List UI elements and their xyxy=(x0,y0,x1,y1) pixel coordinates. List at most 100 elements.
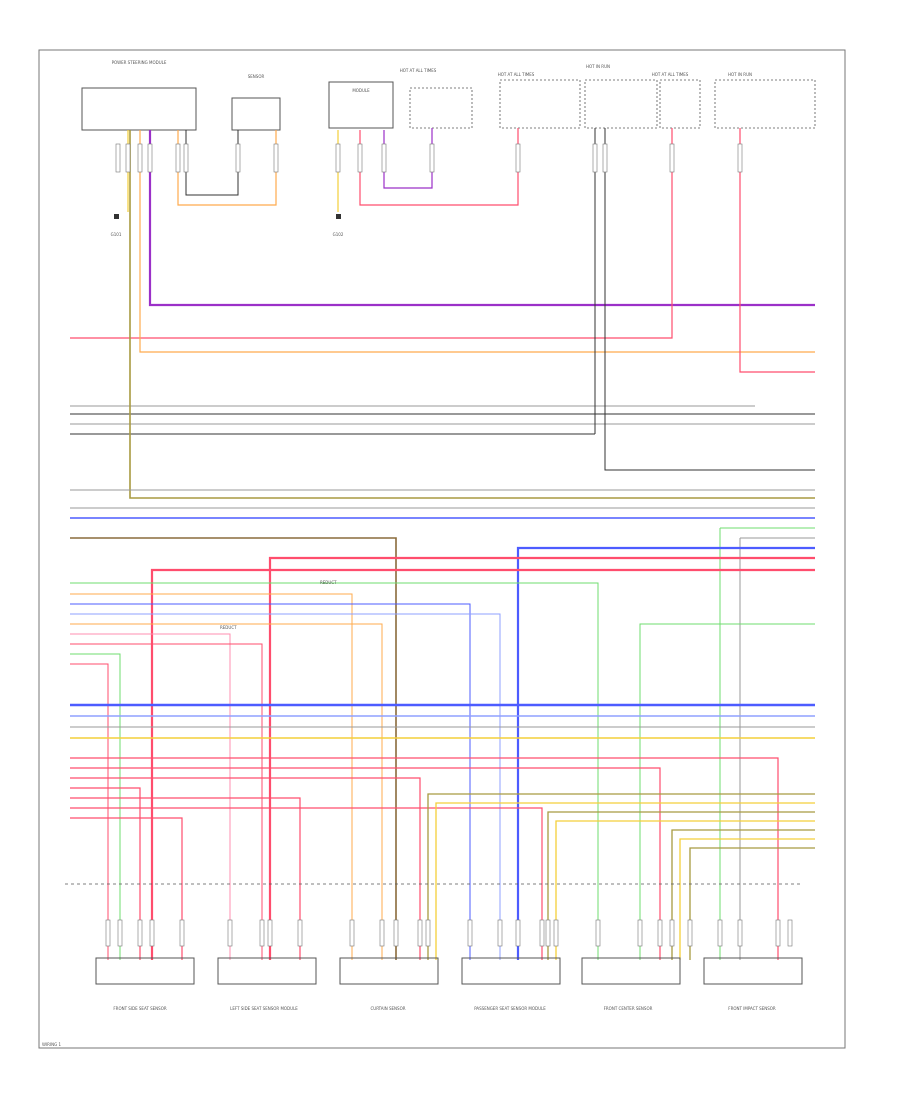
wire-blue-30 xyxy=(70,603,471,960)
wire-olive-16 xyxy=(129,130,815,499)
wire-red-45 xyxy=(70,787,141,960)
connector-pin-25 xyxy=(717,919,723,947)
connector-pin-7 xyxy=(267,919,273,947)
fuse-blocks xyxy=(409,79,816,129)
component-c8-label: HOT IN RUN xyxy=(728,72,752,77)
top-connector-pin-5 xyxy=(183,143,189,173)
top-connector-pin-0 xyxy=(115,143,121,173)
connector-pin-0 xyxy=(105,919,111,947)
connector-pin-16 xyxy=(515,919,521,947)
wire-yellow-54 xyxy=(679,838,815,960)
wire-red-48 xyxy=(70,817,183,960)
top-connector-pin-2 xyxy=(137,143,143,173)
wire-red-46 xyxy=(70,797,301,960)
top-connector-pin-15 xyxy=(669,143,675,173)
top-connector-pin-1 xyxy=(125,143,131,173)
top-connector-pin-16 xyxy=(737,143,743,173)
connector-pin-28 xyxy=(787,919,793,947)
top-connector-pin-7 xyxy=(273,143,279,173)
connector-pin-24 xyxy=(687,919,693,947)
page-label: WIRING 1 xyxy=(42,1042,61,1047)
connector-pin-9 xyxy=(349,919,355,947)
connector-pin-22 xyxy=(657,919,663,947)
connector-pin-1 xyxy=(117,919,123,947)
connector-pin-17 xyxy=(539,919,545,947)
component-b1-box xyxy=(95,957,195,985)
component-c7-label: HOT AT ALL TIMES xyxy=(652,72,689,77)
component-b2-box xyxy=(217,957,317,985)
wire-red-47 xyxy=(70,807,543,960)
component-c4-label: HOT AT ALL TIMES xyxy=(400,68,437,73)
connector-pin-18 xyxy=(545,919,551,947)
wire-olive-51 xyxy=(547,811,815,960)
wire-red-43 xyxy=(70,767,661,960)
connector-pin-15 xyxy=(497,919,503,947)
wire-blue-25 xyxy=(516,546,815,960)
wire-olive-53 xyxy=(671,829,815,960)
wire-green-35 xyxy=(70,653,121,960)
connector-pin-6 xyxy=(259,919,265,947)
connector-pin-21 xyxy=(637,919,643,947)
component-b3-box xyxy=(339,957,439,985)
ground-g101-symbol xyxy=(114,214,119,219)
connector-pin-4 xyxy=(179,919,185,947)
component-b4-box xyxy=(461,957,561,985)
top-connector-pin-10 xyxy=(381,143,387,173)
connector-pin-10 xyxy=(379,919,385,947)
mid-label-1: REDUCT xyxy=(320,580,337,585)
ground-g101-label: G101 xyxy=(111,232,122,237)
diagram-frame xyxy=(38,49,846,1049)
component-c1-label: POWER STEERING MODULE xyxy=(112,60,167,65)
ground-g102-label: G102 xyxy=(333,232,344,237)
component-c3-box xyxy=(328,81,394,129)
wire-orange-8 xyxy=(139,130,815,353)
component-b5-label: FRONT CENTER SENSOR xyxy=(604,1006,653,1011)
component-b3-label: CURTAIN SENSOR xyxy=(370,1006,405,1011)
connector-pin-19 xyxy=(553,919,559,947)
connector-pin-8 xyxy=(297,919,303,947)
wire-red-27 xyxy=(150,568,815,960)
wire-red-36 xyxy=(70,663,109,960)
mid-label-2: REDUCT xyxy=(220,625,237,630)
wire-orange-0 xyxy=(177,130,277,206)
top-components: POWER STEERING MODULE SENSOR MODULE HOT … xyxy=(81,60,816,131)
wire-red-44 xyxy=(70,777,421,960)
connector-pin-3 xyxy=(149,919,155,947)
fuse-block-5 xyxy=(714,79,816,129)
wire-harness xyxy=(70,128,815,960)
component-c1-box xyxy=(81,87,197,131)
wire-olive-49 xyxy=(427,793,815,960)
component-b4-label: PASSENGER SEAT SENSOR MODULE xyxy=(474,1006,546,1011)
connector-pin-5 xyxy=(227,919,233,947)
bottom-components: FRONT SIDE SEAT SENSOR LEFT SIDE SEAT SE… xyxy=(95,957,803,1011)
wire-orange-29 xyxy=(70,593,353,960)
wire-red-9 xyxy=(739,128,815,373)
wire-black-1 xyxy=(185,130,239,196)
wire-red-7 xyxy=(70,128,673,339)
top-connector-pin-11 xyxy=(429,143,435,173)
ground-g102-symbol xyxy=(336,214,341,219)
component-b6-box xyxy=(703,957,803,985)
connector-pin-26 xyxy=(737,919,743,947)
connector-pin-27 xyxy=(775,919,781,947)
component-b2-label: LEFT SIDE SEAT SENSOR MODULE xyxy=(230,1006,298,1011)
connector-pin-11 xyxy=(393,919,399,947)
fuse-block-3 xyxy=(584,79,658,129)
component-b6-label: FRONT IMPACT SENSOR xyxy=(728,1006,776,1011)
component-c5-label: HOT AT ALL TIMES xyxy=(498,72,535,77)
fuse-block-2 xyxy=(499,79,581,129)
wire-green-37 xyxy=(639,623,815,960)
wire-olive-55 xyxy=(689,847,815,960)
connector-pin-2 xyxy=(137,919,143,947)
wire-red-26 xyxy=(268,556,815,960)
wire-orange-32 xyxy=(70,623,383,960)
fuse-block-4 xyxy=(659,79,701,129)
component-b1-label: FRONT SIDE SEAT SENSOR xyxy=(113,1006,166,1011)
fuse-block-1 xyxy=(409,87,473,129)
component-c2-box xyxy=(231,97,281,131)
connector-pin-14 xyxy=(467,919,473,947)
top-connector-pin-8 xyxy=(335,143,341,173)
component-c2-label: SENSOR xyxy=(248,74,265,79)
